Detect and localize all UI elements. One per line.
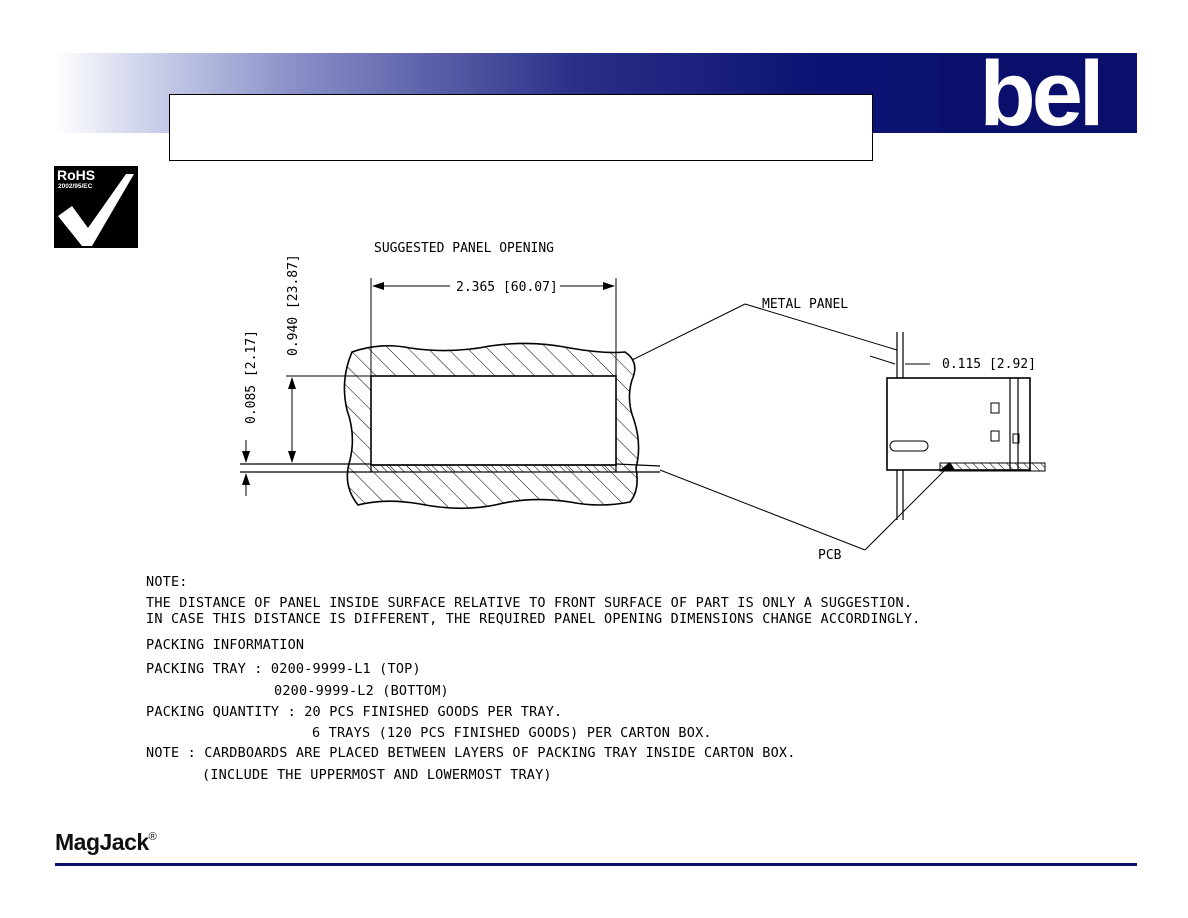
packing-heading: PACKING INFORMATION bbox=[146, 637, 305, 653]
note-heading: NOTE: bbox=[146, 574, 188, 590]
registered-mark: ® bbox=[148, 831, 157, 843]
pcb-label: PCB bbox=[818, 548, 842, 563]
rohs-badge: RoHS 2002/95/EC bbox=[54, 166, 138, 248]
drawing-title: SUGGESTED PANEL OPENING bbox=[374, 241, 554, 256]
rohs-text: RoHS bbox=[57, 167, 95, 183]
magjack-logo: MagJack® bbox=[55, 829, 157, 856]
title-box bbox=[169, 94, 873, 161]
bel-logo-text: bel bbox=[980, 53, 1101, 133]
note-line-1: THE DISTANCE OF PANEL INSIDE SURFACE REL… bbox=[146, 595, 913, 611]
panel-opening bbox=[370, 375, 617, 466]
packing-tray-bottom: 0200-9999-L2 (BOTTOM) bbox=[274, 683, 449, 699]
magjack-brand: MagJack bbox=[55, 829, 149, 855]
panel-thickness-dimension: 0.115 [2.92] bbox=[942, 357, 1036, 372]
offset-dimension: 0.085 [2.17] bbox=[244, 330, 259, 424]
packing-quantity-line-2: 6 TRAYS (120 PCS FINISHED GOODS) PER CAR… bbox=[312, 725, 712, 741]
rohs-subtext: 2002/95/EC bbox=[58, 183, 93, 190]
width-dimension: 2.365 [60.07] bbox=[456, 280, 558, 295]
pcb-section bbox=[370, 464, 617, 473]
packing-quantity: PACKING QUANTITY : 20 PCS FINISHED GOODS… bbox=[146, 704, 563, 720]
metal-panel-label: METAL PANEL bbox=[762, 297, 848, 312]
cardboard-note: NOTE : CARDBOARDS ARE PLACED BETWEEN LAY… bbox=[146, 745, 796, 761]
bel-logo: bel bbox=[940, 53, 1137, 133]
height-dimension: 0.940 [23.87] bbox=[286, 254, 301, 356]
note-line-2: IN CASE THIS DISTANCE IS DIFFERENT, THE … bbox=[146, 611, 921, 627]
footer-rule bbox=[55, 863, 1137, 866]
packing-tray: PACKING TRAY : 0200-9999-L1 (TOP) bbox=[146, 661, 421, 677]
cardboard-note-line-2: (INCLUDE THE UPPERMOST AND LOWERMOST TRA… bbox=[202, 767, 552, 783]
checkmark-icon bbox=[58, 174, 134, 246]
